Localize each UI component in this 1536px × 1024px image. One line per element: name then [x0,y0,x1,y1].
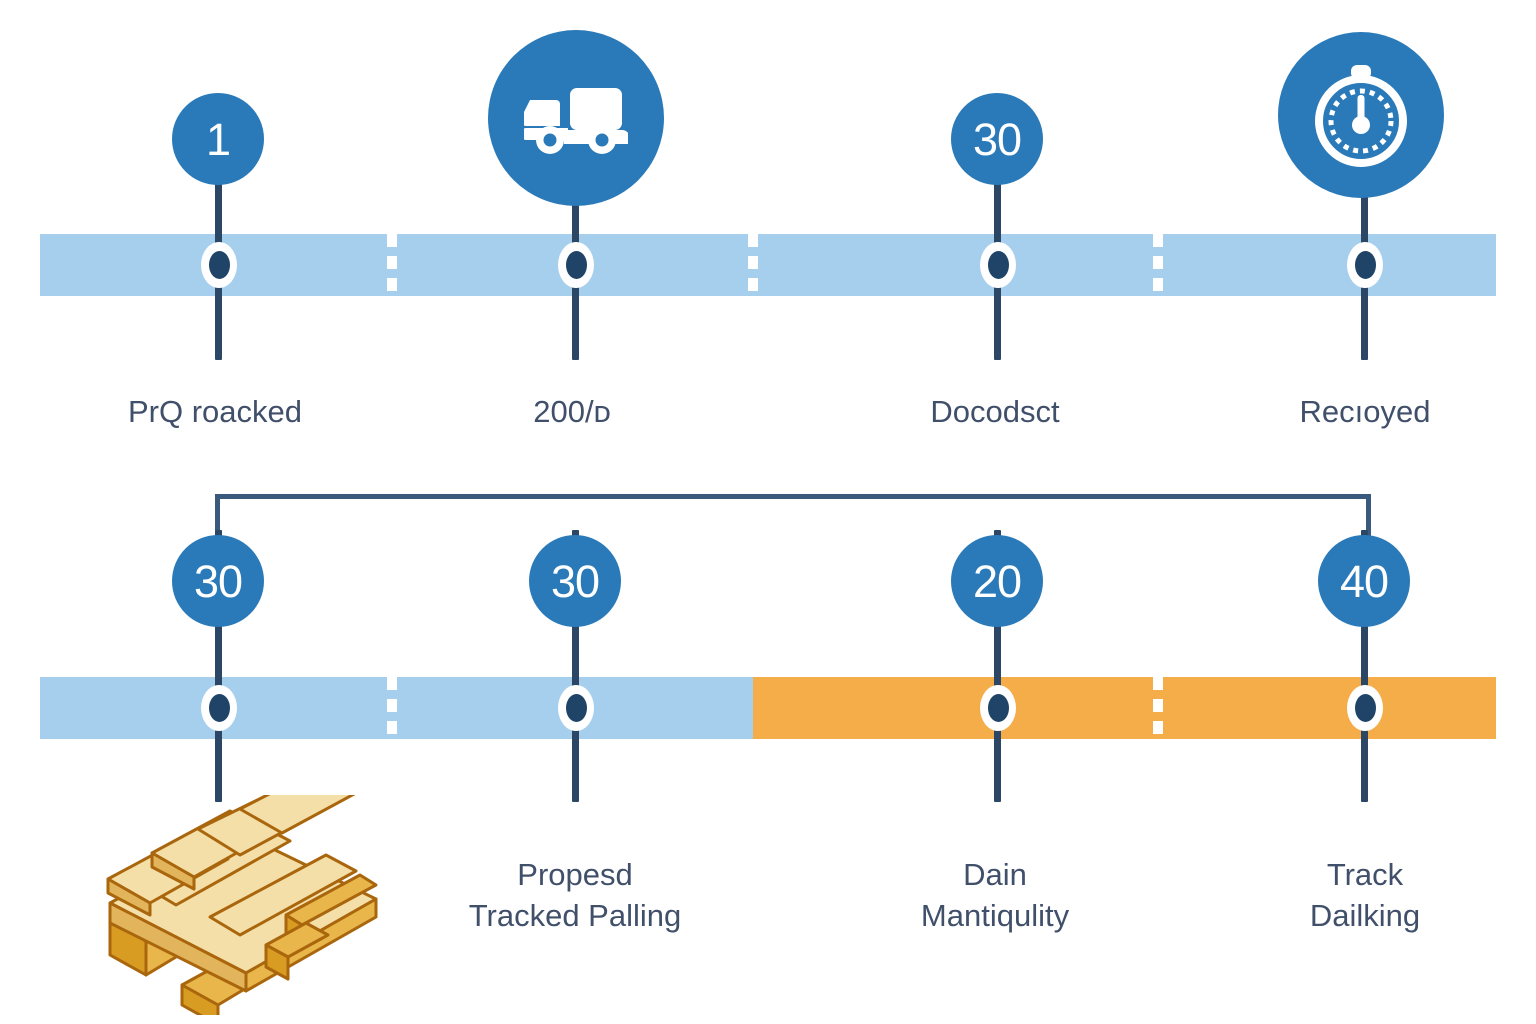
lower-stem-3-below [994,710,1001,802]
lower-milestone-marker-1[interactable]: 30 [172,535,264,627]
stopwatch-icon [1313,63,1409,167]
upper-stem-4-above [1361,165,1368,270]
lower-bar-segment-orange [753,677,1496,739]
dot-core [565,694,587,722]
upper-stem-1-above [215,120,222,270]
lower-node-dot-1[interactable] [201,685,237,731]
lower-stem-1-below [215,710,222,802]
lower-milestone-label-4: Track Dailking [1309,857,1421,933]
upper-stem-2-above [572,170,579,270]
upper-milestone-marker-1[interactable]: 1 [172,93,264,185]
upper-milestone-marker-3[interactable]: 30 [951,93,1043,185]
upper-milestone-label-1: PrQ roacked [127,394,302,429]
lower-node-dot-4[interactable] [1347,685,1383,731]
upper-node-dot-3[interactable] [980,242,1016,288]
dot-core [987,694,1009,722]
lower-node-dot-2[interactable] [558,685,594,731]
lower-stem-2-below [572,710,579,802]
dot-core [565,251,587,279]
dot-core [1354,251,1376,279]
upper-milestone-label-3: Docodsct [930,394,1060,429]
dot-core [208,251,230,279]
lower-bar-separator-2 [1153,677,1164,739]
upper-bar-separator-1 [387,234,398,296]
upper-node-dot-4[interactable] [1347,242,1383,288]
dot-core [1354,694,1376,722]
upper-bar-separator-3 [1153,234,1164,296]
upper-timeline-bar [40,234,1496,296]
upper-stem-3-above [994,120,1001,270]
upper-milestone-label-2: 200/ᴅ [533,394,611,429]
lower-milestone-marker-4[interactable]: 40 [1318,535,1410,627]
upper-milestone-label-4: Recıoyed [1299,394,1431,429]
upper-node-dot-2[interactable] [558,242,594,288]
milestone-connector-bracket [215,494,1371,543]
lower-milestone-marker-3[interactable]: 20 [951,535,1043,627]
upper-bar-separator-2 [748,234,759,296]
lower-bar-separator-1 [387,677,398,739]
wooden-pallet-illustration [90,769,390,1024]
lower-milestone-marker-2[interactable]: 30 [529,535,621,627]
lower-milestone-label-2: Propesd Tracked Palling [468,857,682,933]
upper-node-dot-1[interactable] [201,242,237,288]
upper-bar-segment [40,234,1496,296]
upper-milestone-marker-4[interactable] [1278,32,1444,198]
upper-stem-1-below [215,268,222,360]
upper-stem-4-below [1361,268,1368,360]
dot-core [987,251,1009,279]
dot-core [208,694,230,722]
truck-icon [524,80,628,156]
lower-milestone-label-3: Dain Mantiqulity [920,857,1070,933]
upper-milestone-marker-2[interactable] [488,30,664,206]
lower-timeline-bar [40,677,1496,739]
upper-stem-3-below [994,268,1001,360]
upper-stem-2-below [572,268,579,360]
lower-stem-4-below [1361,710,1368,802]
lower-node-dot-3[interactable] [980,685,1016,731]
